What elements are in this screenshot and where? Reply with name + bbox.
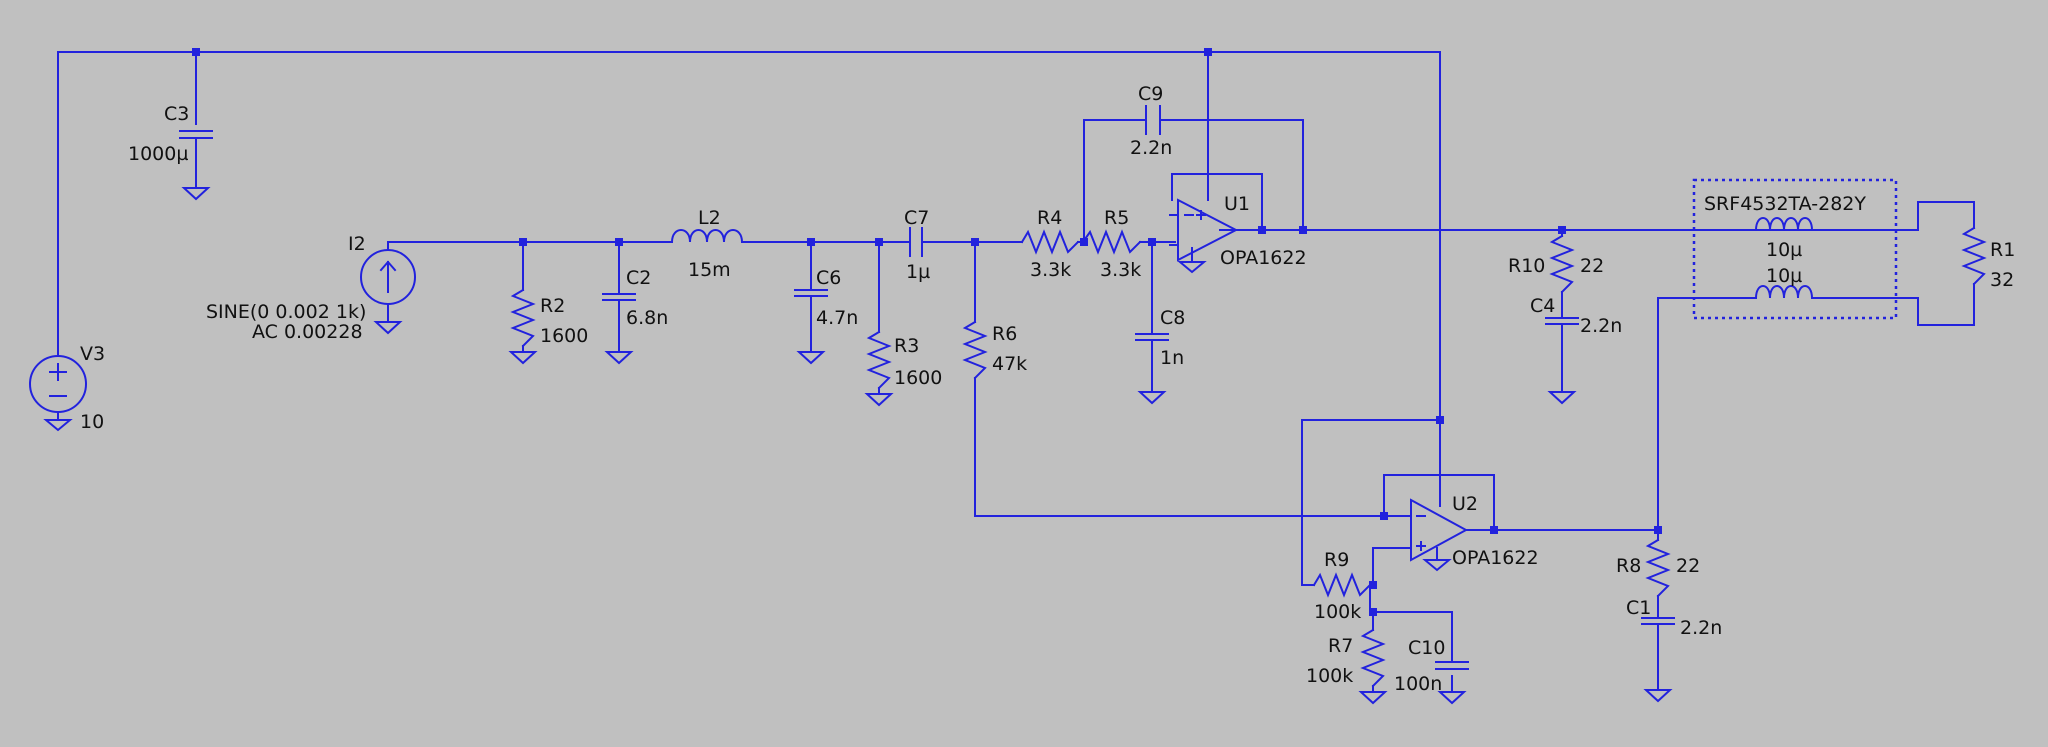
resistor-r10: R10 22 <box>1508 234 1604 294</box>
capacitor-c7: C7 1µ <box>904 207 930 283</box>
c4-value: 2.2n <box>1580 315 1622 337</box>
capacitor-c3: C3 1000µ <box>128 103 213 201</box>
capacitor-c1: C1 2.2n <box>1626 597 1722 703</box>
r1-value: 32 <box>1990 269 2014 291</box>
common-mode-choke: SRF4532TA-282Y 10µ 10µ <box>1692 178 1898 320</box>
i2-ref: I2 <box>348 233 366 255</box>
c4-ref: C4 <box>1530 295 1555 317</box>
capacitor-c4: C4 2.2n <box>1530 295 1622 405</box>
opamp-u2: U2 OPA1622 <box>1383 419 1539 572</box>
current-source-i2: I2 SINE(0 0.002 1k) AC 0.00228 <box>206 233 416 343</box>
c1-value: 2.2n <box>1680 617 1722 639</box>
r2-ref: R2 <box>540 295 565 317</box>
inductor-l2: L2 15m <box>670 207 744 281</box>
resistor-r7: R7 100k <box>1306 628 1388 705</box>
r8-ref: R8 <box>1616 555 1641 577</box>
r1-ref: R1 <box>1990 239 2015 261</box>
r7-ref: R7 <box>1328 635 1353 657</box>
resistor-r5: R5 3.3k <box>1081 207 1142 281</box>
r10-ref: R10 <box>1508 255 1545 277</box>
c7-ref: C7 <box>904 207 929 229</box>
c1-ref: C1 <box>1626 597 1651 619</box>
r2-value: 1600 <box>540 325 588 347</box>
capacitor-c10: C10 100n <box>1394 637 1469 705</box>
r3-ref: R3 <box>894 335 919 357</box>
resistor-r6: R6 47k <box>962 320 1027 380</box>
u2-ref: U2 <box>1452 493 1478 515</box>
i2-value-line1: SINE(0 0.002 1k) <box>206 301 366 323</box>
u1-value: OPA1622 <box>1220 247 1307 269</box>
resistor-r2: R2 1600 <box>508 288 588 365</box>
voltage-source-v3: V3 10 <box>29 343 105 433</box>
r8-value: 22 <box>1676 555 1700 577</box>
c8-value: 1n <box>1160 347 1184 369</box>
l2-ref: L2 <box>698 207 721 229</box>
r9-ref: R9 <box>1324 549 1349 571</box>
resistor-r4: R4 3.3k <box>1020 207 1080 281</box>
r6-value: 47k <box>992 353 1027 375</box>
v3-ref: V3 <box>80 343 105 365</box>
opamp-u1: U1 OPA1622 <box>1169 193 1307 274</box>
c6-value: 4.7n <box>816 307 858 329</box>
resistor-r3: R3 1600 <box>864 330 942 407</box>
junctions <box>192 48 1662 616</box>
resistor-r8: R8 22 <box>1616 538 1700 598</box>
c9-ref: C9 <box>1138 83 1163 105</box>
r5-value: 3.3k <box>1100 259 1141 281</box>
r10-value: 22 <box>1580 255 1604 277</box>
r3-value: 1600 <box>894 367 942 389</box>
capacitor-c6: C6 4.7n <box>794 267 858 365</box>
u1-ref: U1 <box>1224 193 1250 215</box>
capacitor-c8: C8 1n <box>1135 307 1185 405</box>
c10-value: 100n <box>1394 673 1442 695</box>
choke-ref: SRF4532TA-282Y <box>1704 193 1866 215</box>
choke-value-top: 10µ <box>1766 239 1802 261</box>
r9-value: 100k <box>1314 601 1361 623</box>
u2-value: OPA1622 <box>1452 547 1539 569</box>
choke-value-bottom: 10µ <box>1766 265 1802 287</box>
v3-value: 10 <box>80 411 104 433</box>
c3-value: 1000µ <box>128 143 188 165</box>
r5-ref: R5 <box>1104 207 1129 229</box>
c6-ref: C6 <box>816 267 841 289</box>
r7-value: 100k <box>1306 665 1353 687</box>
capacitor-c2: C2 6.8n <box>602 267 668 365</box>
c2-ref: C2 <box>626 267 651 289</box>
r6-ref: R6 <box>992 323 1017 345</box>
c8-ref: C8 <box>1160 307 1185 329</box>
c2-value: 6.8n <box>626 307 668 329</box>
resistor-r9: R9 100k <box>1312 549 1372 623</box>
l2-value: 15m <box>688 259 731 281</box>
c9-value: 2.2n <box>1130 137 1172 159</box>
c3-ref: C3 <box>164 103 189 125</box>
r4-ref: R4 <box>1037 207 1062 229</box>
i2-value-line2: AC 0.00228 <box>252 321 363 343</box>
c7-value: 1µ <box>906 261 930 283</box>
r4-value: 3.3k <box>1030 259 1071 281</box>
capacitor-c9: C9 2.2n <box>1130 83 1172 159</box>
resistor-r1: R1 32 <box>1961 226 2015 291</box>
c10-ref: C10 <box>1408 637 1445 659</box>
